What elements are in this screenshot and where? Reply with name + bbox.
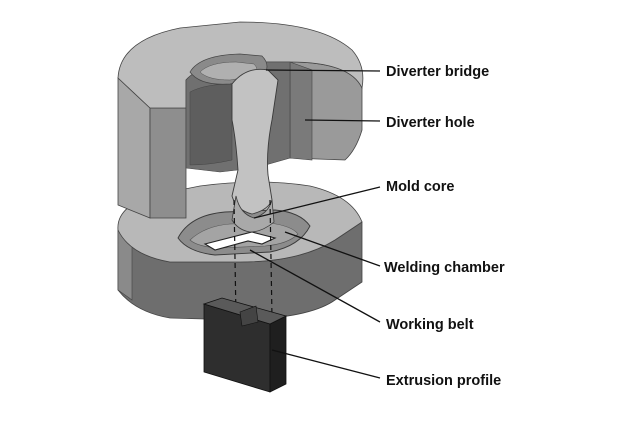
- projection-line-right: [269, 199, 273, 319]
- label-working-belt: Working belt: [386, 317, 474, 333]
- leader-welding-chamber: [284, 231, 381, 267]
- extrusion-profile-lip: [239, 305, 259, 327]
- label-diverter-bridge: Diverter bridge: [386, 64, 489, 80]
- leader-diverter-bridge: [265, 69, 381, 72]
- projection-lines: [233, 199, 273, 319]
- upper-die-cut-face: [149, 107, 187, 219]
- leader-mold-core: [253, 186, 381, 219]
- labels: Diverter bridge Diverter hole Mold core …: [384, 64, 505, 389]
- upper-die-right-shadow: [289, 61, 313, 161]
- leader-lines: [249, 69, 381, 379]
- upper-die: [117, 21, 364, 233]
- projection-line-left: [233, 199, 237, 319]
- label-welding-chamber: Welding chamber: [384, 260, 505, 276]
- extrusion-profile-part: [202, 297, 288, 393]
- mold-core: [231, 195, 275, 233]
- label-mold-core: Mold core: [386, 179, 454, 195]
- leader-extrusion-profile: [271, 349, 381, 379]
- label-extrusion-profile: Extrusion profile: [386, 373, 501, 389]
- leader-working-belt: [249, 249, 381, 323]
- leader-diverter-hole: [304, 119, 381, 122]
- extrusion-profile-flange: [269, 315, 287, 393]
- label-diverter-hole: Diverter hole: [386, 115, 475, 131]
- diverter-hole-back-wall: [189, 83, 233, 166]
